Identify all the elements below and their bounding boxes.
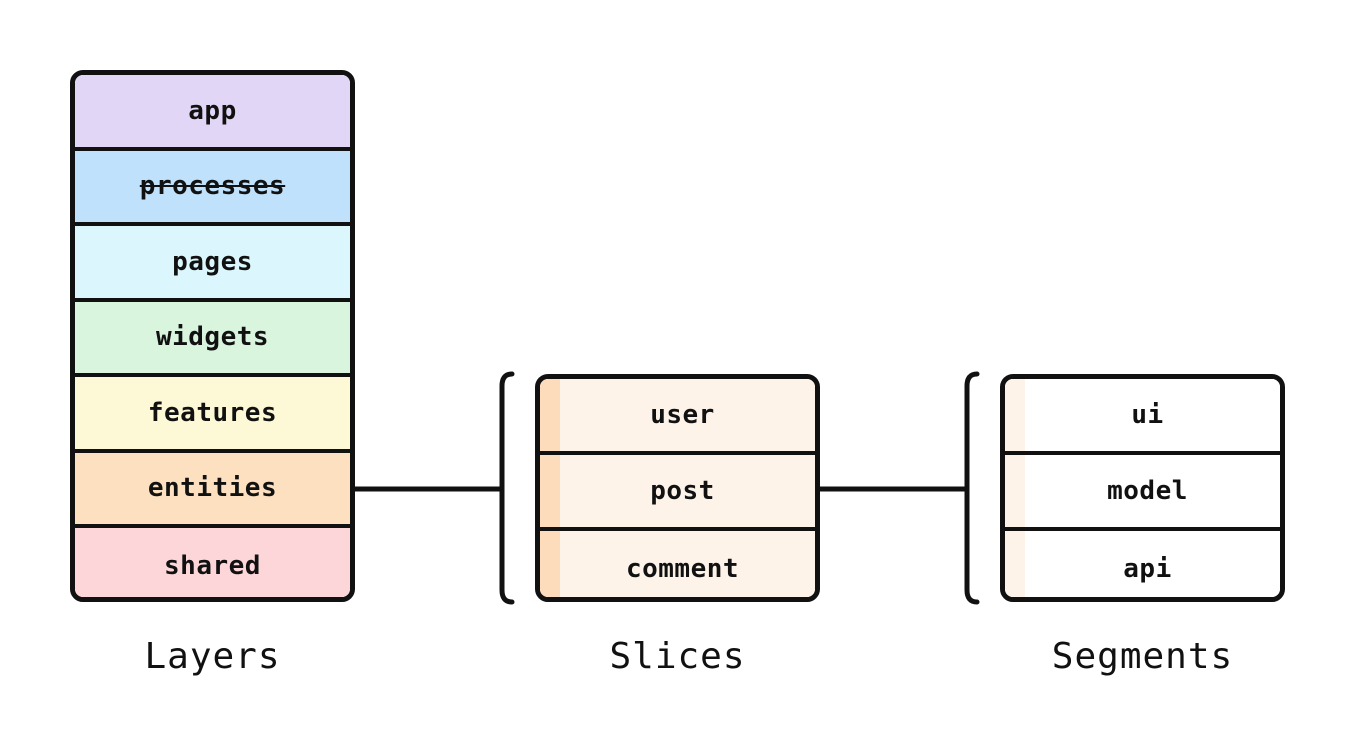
slice-user: user [540,379,815,455]
layer-processes: processes [75,150,350,226]
layer-label: entities [147,473,278,504]
slice-label: comment [625,554,740,584]
segment-label: model [1107,476,1188,506]
segments-stack: ui model api [1000,374,1285,602]
segments-title: Segments [1051,636,1234,677]
layers-stack: app processes pages widgets features ent… [70,70,355,602]
slices-bracket [499,371,515,605]
segments-bracket [964,371,980,605]
layer-label: pages [172,246,253,277]
segment-model: model [1005,455,1280,531]
slices-title: Slices [609,636,746,677]
segment-ui: ui [1005,379,1280,455]
slice-post: post [540,455,815,531]
segment-api: api [1005,531,1280,597]
layer-entities: entities [75,452,350,528]
segment-label: ui [1131,400,1164,430]
layers-title: Layers [144,636,281,677]
slices-stack: user post comment [535,374,820,602]
layer-shared: shared [75,528,350,597]
layer-widgets: widgets [75,301,350,377]
layer-label: widgets [155,322,270,353]
layer-app: app [75,75,350,151]
layer-label: app [188,95,237,126]
layer-label: features [147,397,278,428]
layer-label: processes [139,171,286,202]
slice-comment: comment [540,531,815,597]
slice-label: user [650,400,715,430]
layer-label: shared [164,550,261,581]
slice-label: post [650,476,715,506]
layer-features: features [75,377,350,453]
layer-pages: pages [75,226,350,302]
segment-label: api [1123,554,1172,584]
